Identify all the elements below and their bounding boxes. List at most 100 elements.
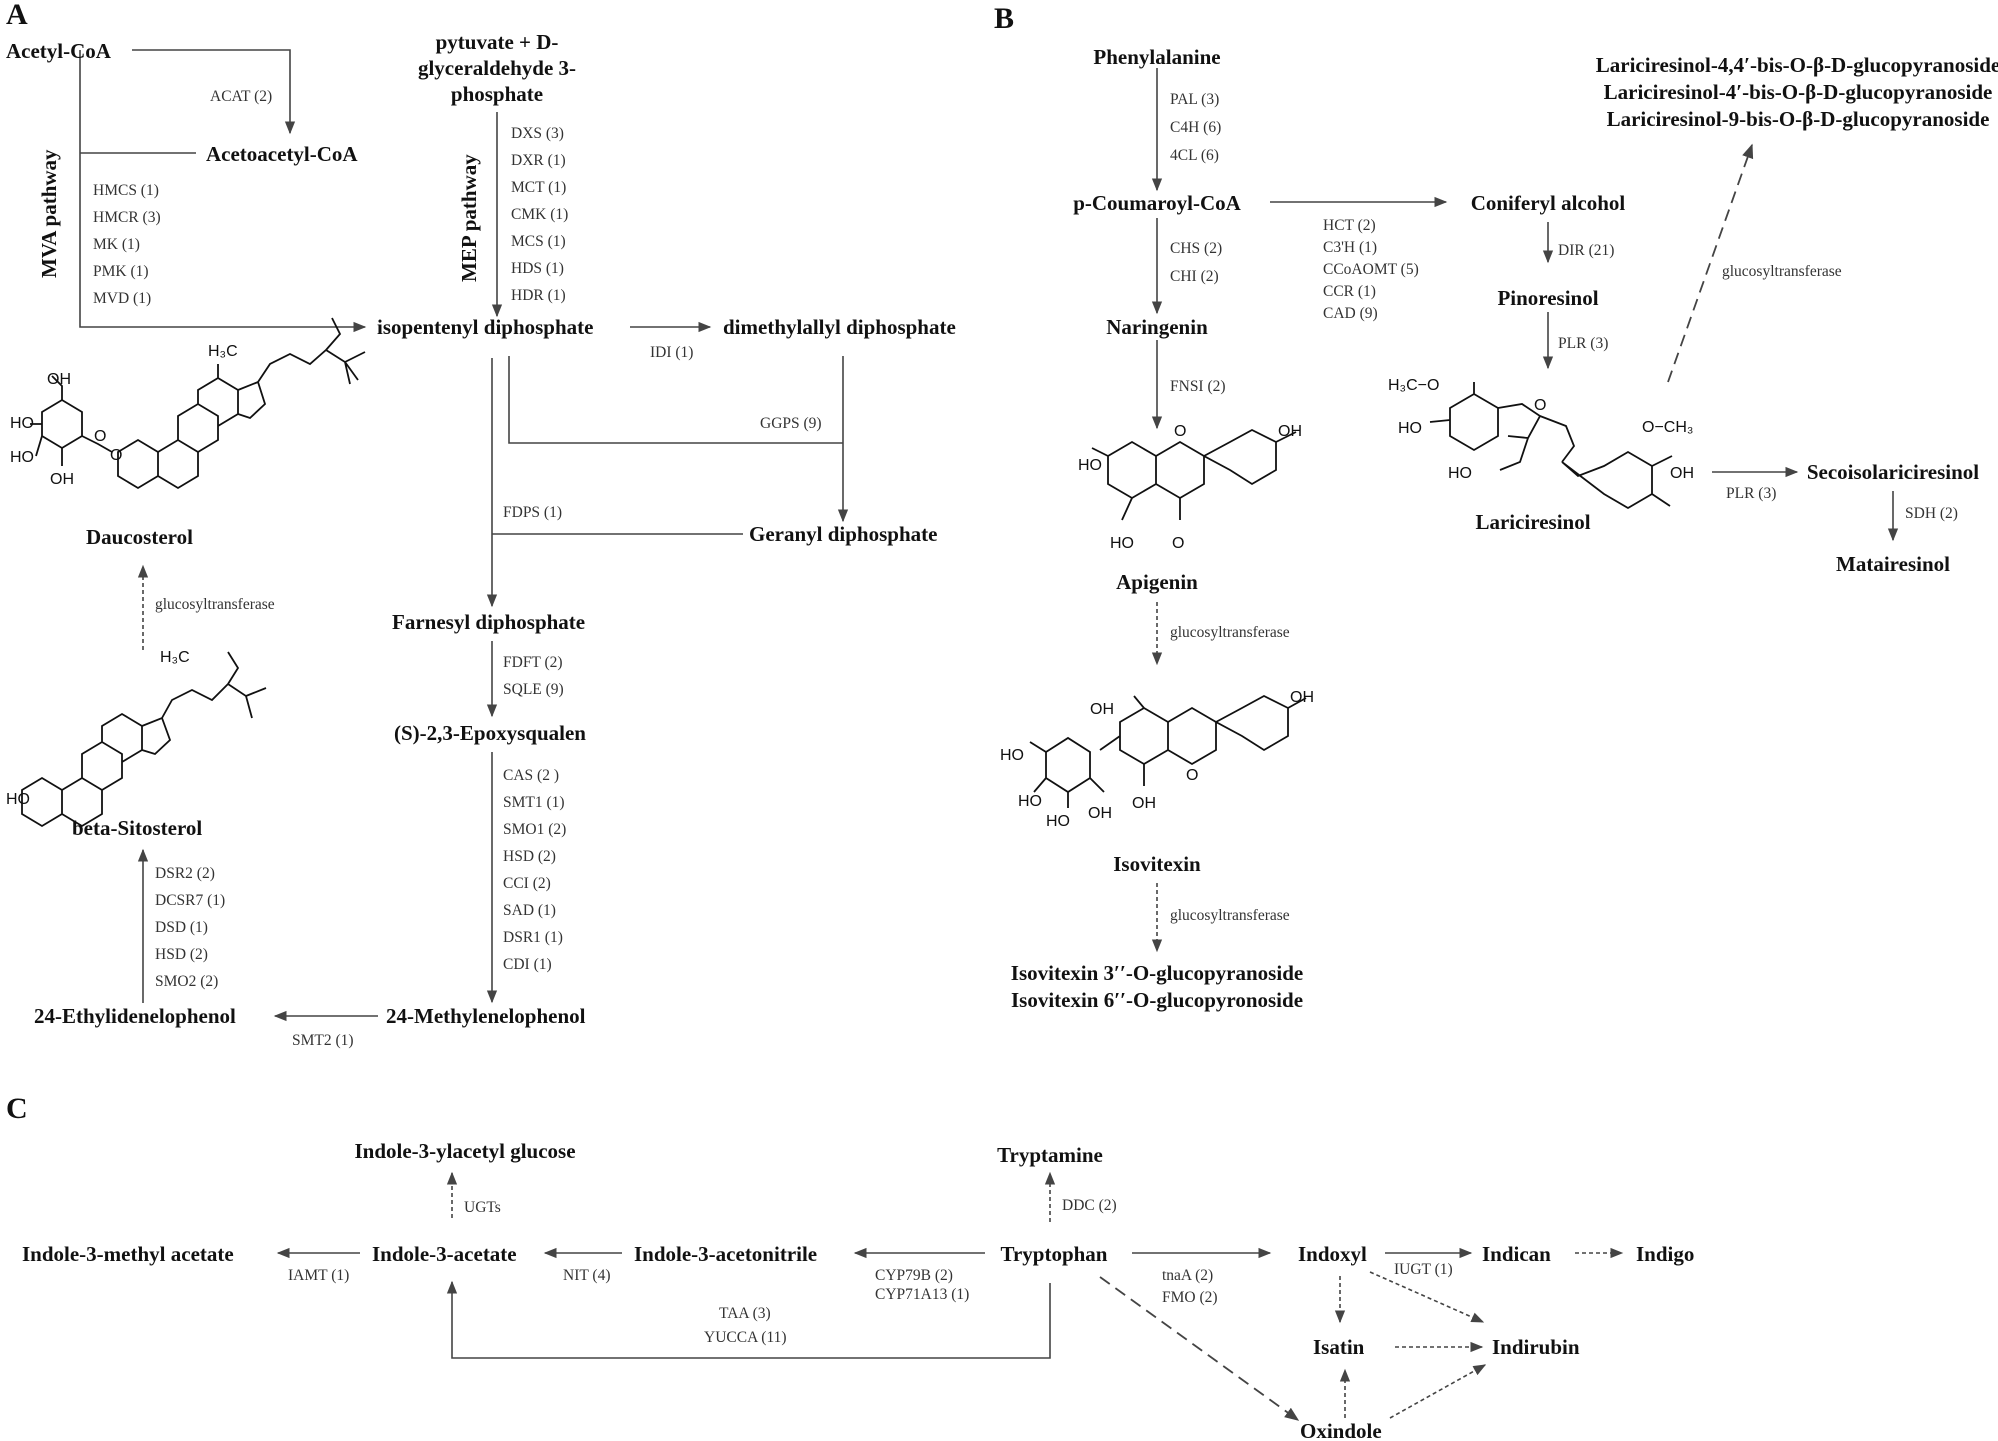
enzyme-fdps: FDPS (1)	[503, 504, 562, 521]
enzyme-sito-3: DSD (1)	[155, 919, 208, 936]
isovitexin-structure: OH OH HO HO HO OH OH O	[1000, 689, 1314, 830]
compound-phenylalanine: Phenylalanine	[1093, 45, 1220, 69]
enzyme-mep-6: HDS (1)	[511, 260, 564, 277]
enzyme-mva-3: MK (1)	[93, 236, 140, 253]
enzyme-plr-2: PLR (3)	[1726, 485, 1776, 502]
enzyme-mep-4: CMK (1)	[511, 206, 568, 223]
compound-lariciresinol-9-bis: Lariciresinol-9-bis-O-β-D-glucopyranosid…	[1607, 107, 1990, 131]
arrow-indoxyl-to-indirubin	[1369, 1271, 1485, 1323]
enzyme-chs: CHS (2)	[1170, 240, 1222, 257]
enzyme-nit: NIT (4)	[563, 1267, 611, 1284]
daucosterol-oh-4: OH	[50, 471, 74, 488]
sterol-skeleton-s	[21, 651, 267, 828]
enzyme-mep-2: DXR (1)	[511, 152, 566, 169]
compound-daucosterol: Daucosterol	[86, 525, 193, 549]
enzyme-mva-4: PMK (1)	[93, 263, 149, 280]
apigenin-structure: HO OH O HO O	[1078, 423, 1302, 552]
compound-indigo: Indigo	[1636, 1242, 1694, 1266]
enzyme-glucosyltransferase-b1: glucosyltransferase	[1170, 624, 1290, 641]
enzyme-sterol-5: CCI (2)	[503, 875, 551, 892]
beta-sitosterol-structure: HO H₃C	[6, 649, 267, 828]
enzyme-sito-4: HSD (2)	[155, 946, 208, 963]
enzyme-sito-5: SMO2 (2)	[155, 973, 218, 990]
panel-label-a: A	[6, 0, 28, 31]
compound-24-ethylidenelophenol: 24-Ethylidenelophenol	[34, 1004, 236, 1028]
compound-geranyl-diphosphate: Geranyl diphosphate	[749, 522, 937, 546]
compound-oxindole: Oxindole	[1300, 1419, 1382, 1441]
compound-indole-3-acetonitrile: Indole-3-acetonitrile	[634, 1242, 817, 1266]
enzyme-mep-3: MCT (1)	[511, 179, 566, 196]
enzyme-glucosyltransferase-a: glucosyltransferase	[155, 596, 275, 613]
arrow-trp-to-iaa	[446, 1280, 1051, 1359]
daucosterol-oh-3: HO	[10, 449, 34, 466]
label-mep-pathway: MEP pathway	[457, 154, 481, 282]
enzyme-sterol-3: SMO1 (2)	[503, 821, 566, 838]
compound-indole-3-methyl-acetate: Indole-3-methyl acetate	[22, 1242, 234, 1266]
enzyme-sdh: SDH (2)	[1905, 505, 1958, 522]
lariciresinol-oh: OH	[1670, 465, 1694, 482]
enzyme-ugts: UGTs	[464, 1199, 501, 1216]
enzyme-sterol-2: SMT1 (1)	[503, 794, 565, 811]
enzyme-sterol-6: SAD (1)	[503, 902, 556, 919]
enzyme-4cl: 4CL (6)	[1170, 147, 1219, 164]
panel-label-c: C	[6, 1092, 28, 1125]
daucosterol-structure: OH HO HO OH O O H₃C	[10, 317, 366, 490]
apigenin-o-keto: O	[1172, 535, 1184, 552]
compound-naringenin: Naringenin	[1106, 315, 1208, 339]
enzyme-iugt: IUGT (1)	[1394, 1261, 1453, 1278]
compound-pyruvate-line1: pytuvate + D-	[436, 30, 559, 54]
lariciresinol-o: O	[1534, 397, 1546, 414]
enzyme-sterol-1: CAS (2 )	[503, 767, 559, 784]
compound-p-coumaroyl-coa: p-Coumaroyl-CoA	[1073, 191, 1241, 215]
daucosterol-oh-1: OH	[47, 371, 71, 388]
daucosterol-h3c: H₃C	[208, 343, 238, 360]
compound-indican: Indican	[1482, 1242, 1551, 1266]
apigenin-rings	[1091, 428, 1297, 521]
lariciresinol-ho-2: HO	[1448, 465, 1472, 482]
compound-isatin: Isatin	[1313, 1335, 1365, 1359]
arrow-acetyl-to-acetoacetyl	[132, 49, 296, 135]
enzyme-chi: CHI (2)	[1170, 268, 1219, 285]
isovitexin-flavone	[1099, 694, 1307, 786]
enzyme-c4h: C4H (6)	[1170, 119, 1221, 136]
lariciresinol-rings	[1429, 382, 1673, 510]
enzyme-sqle: SQLE (9)	[503, 681, 564, 698]
isovitexin-oh-3: OH	[1088, 805, 1112, 822]
isovitexin-oh-right: OH	[1290, 689, 1314, 706]
compound-isopentenyl-diphosphate: isopentenyl diphosphate	[377, 315, 593, 339]
apigenin-oh-1: OH	[1278, 423, 1302, 440]
panel-c: C Indole-3-ylacetyl glucose Indole-3-met…	[6, 1092, 1694, 1441]
compound-lariciresinol-44-bis: Lariciresinol-4,4′-bis-O-β-D-glucopyrano…	[1596, 53, 1998, 77]
enzyme-taa: TAA (3)	[719, 1305, 771, 1322]
daucosterol-oh-2: HO	[10, 415, 34, 432]
compound-lariciresinol-4-bis: Lariciresinol-4′-bis-O-β-D-glucopyranosi…	[1604, 80, 1993, 104]
sterol-skeleton-d	[117, 317, 366, 490]
enzyme-sito-1: DSR2 (2)	[155, 865, 215, 882]
isovitexin-ho-1: HO	[1000, 747, 1024, 764]
compound-apigenin: Apigenin	[1116, 570, 1198, 594]
label-mva-pathway: MVA pathway	[37, 149, 61, 278]
enzyme-mep-1: DXS (3)	[511, 125, 564, 142]
enzyme-hct: HCT (2)	[1323, 217, 1376, 234]
enzyme-ddc: DDC (2)	[1062, 1197, 1117, 1214]
enzyme-c3h: C3'H (1)	[1323, 239, 1377, 256]
compound-isovitexin: Isovitexin	[1113, 852, 1201, 876]
enzyme-acat: ACAT (2)	[210, 88, 272, 105]
compound-epoxysqualen: (S)-2,3-Epoxysqualen	[394, 721, 586, 745]
arrow-lariciresinol-to-glucopyranosides	[1667, 143, 1754, 383]
enzymes-mep-list: DXS (3) DXR (1) MCT (1) CMK (1) MCS (1) …	[511, 125, 568, 304]
compound-pyruvate-line2: glyceraldehyde 3-	[418, 56, 576, 80]
daucosterol-o: O	[94, 428, 106, 445]
apigenin-ho-2: HO	[1110, 535, 1134, 552]
compound-acetyl-coa: Acetyl-CoA	[6, 39, 112, 63]
compound-pinoresinol: Pinoresinol	[1497, 286, 1598, 310]
enzyme-sterol-7: DSR1 (1)	[503, 929, 563, 946]
isovitexin-oh-top: OH	[1090, 701, 1114, 718]
lariciresinol-ho-1: HO	[1398, 420, 1422, 437]
panel-b: B Phenylalanine p-Coumaroyl-CoA Naringen…	[994, 2, 1998, 1012]
enzyme-sterol-4: HSD (2)	[503, 848, 556, 865]
apigenin-o-ring: O	[1174, 423, 1186, 440]
sitosterol-ho: HO	[6, 791, 30, 808]
